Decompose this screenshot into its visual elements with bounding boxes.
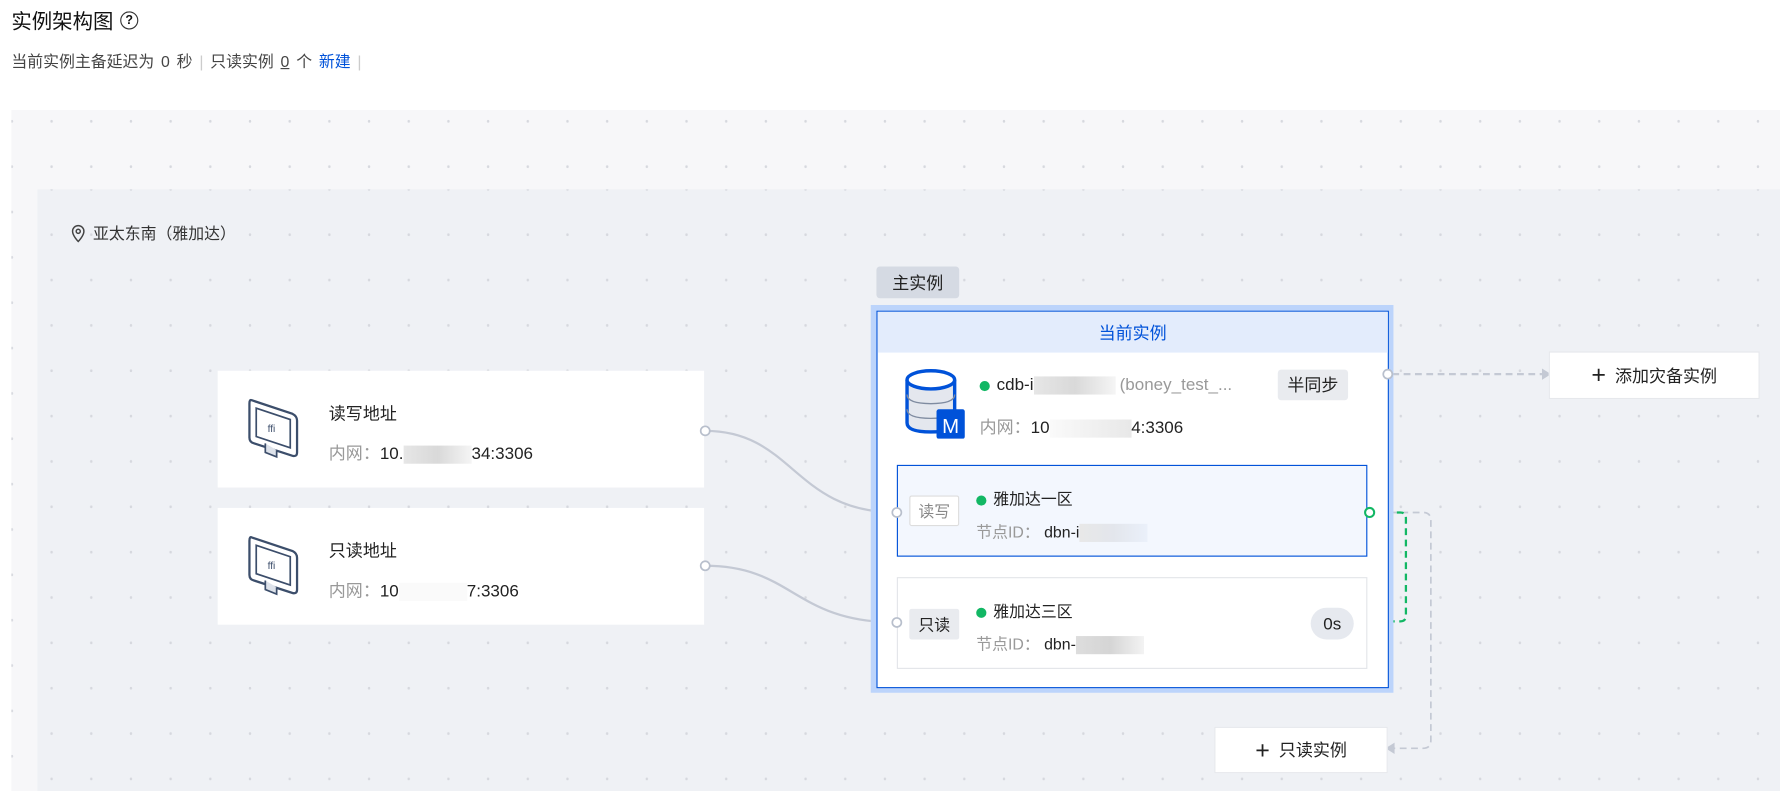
svg-text:M: M <box>942 416 959 438</box>
add-dr-instance-button[interactable]: +添加灾备实例 <box>1548 351 1760 400</box>
ro-unit: 个 <box>296 52 313 71</box>
endpoint-title: 只读地址 <box>328 541 397 562</box>
zone-name: 雅加达一区 <box>976 488 1073 511</box>
region-name: 亚太东南（雅加达） <box>92 224 236 243</box>
role-tag: 只读 <box>909 608 960 640</box>
role-tag: 读写 <box>909 495 960 527</box>
status-dot <box>979 380 990 391</box>
delay-unit: 秒 <box>176 52 193 71</box>
node-id: 节点ID： dbn- <box>976 633 1144 656</box>
divider: | <box>357 52 362 71</box>
location-pin-icon <box>71 224 85 243</box>
master-tag: 主实例 <box>876 266 960 299</box>
divider: | <box>199 52 204 71</box>
replication-delay-badge: 0s <box>1310 607 1354 640</box>
zone-card-replica[interactable]: 只读 雅加达三区 节点ID： dbn- 0s <box>896 577 1368 669</box>
rw-endpoint-card[interactable]: ffi 读写地址 内网：10.34:3306 <box>217 370 705 488</box>
database-icon: M <box>905 369 965 439</box>
region-label: 亚太东南（雅加达） <box>70 222 236 245</box>
ro-label: 只读实例 <box>210 52 274 71</box>
instance-id[interactable]: cdb-i(boney_test_... <box>979 375 1232 395</box>
endpoint-title: 读写地址 <box>328 404 397 425</box>
plus-icon: + <box>1255 735 1270 764</box>
svg-text:ffi: ffi <box>268 424 276 435</box>
ro-count[interactable]: 0 <box>280 52 290 71</box>
zone-card-primary[interactable]: 读写 雅加达一区 节点ID： dbn-i <box>896 464 1368 557</box>
endpoint-ip: 内网：10.34:3306 <box>328 444 534 464</box>
current-instance-header: 当前实例 <box>877 311 1388 353</box>
add-ro-instance-button[interactable]: +只读实例 <box>1214 726 1388 774</box>
delay-label: 当前实例主备延迟为 <box>11 52 155 71</box>
help-icon[interactable]: ? <box>120 11 139 30</box>
plus-icon: + <box>1591 360 1606 389</box>
monitor-icon: ffi <box>248 536 299 596</box>
delay-value: 0 <box>160 52 170 71</box>
zone-name: 雅加达三区 <box>976 600 1073 623</box>
svg-text:ffi: ffi <box>268 561 276 572</box>
new-ro-link[interactable]: 新建 <box>318 52 351 71</box>
sync-mode-tag: 半同步 <box>1277 369 1349 401</box>
title-text: 实例架构图 <box>11 10 114 33</box>
summary-bar: 当前实例主备延迟为 0 秒 | 只读实例 0 个 新建 | <box>11 50 361 73</box>
monitor-icon: ffi <box>248 398 299 459</box>
node-id: 节点ID： dbn-i <box>976 520 1148 543</box>
page-title: 实例架构图 ? <box>11 6 139 35</box>
